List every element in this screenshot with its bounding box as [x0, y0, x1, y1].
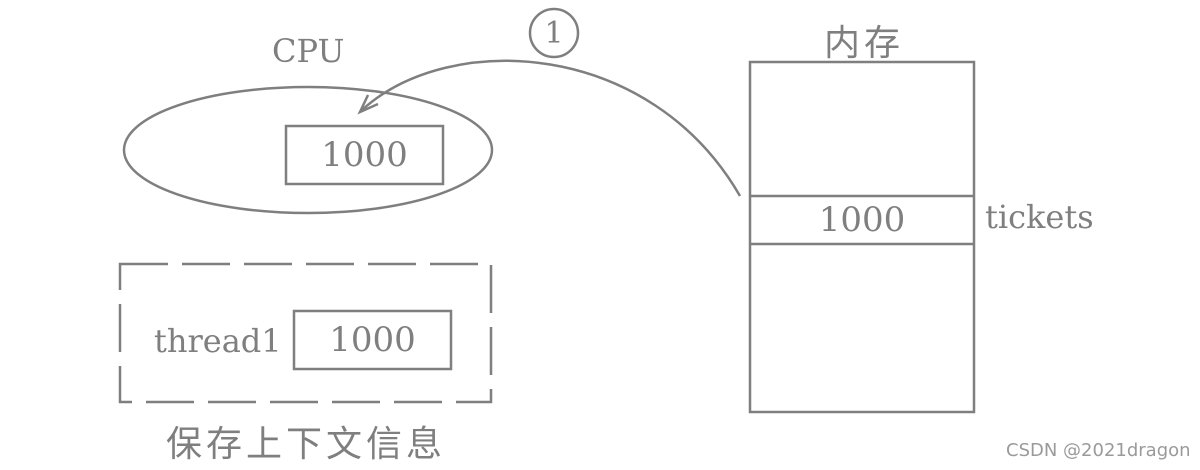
- cpu-register-box: [284, 124, 445, 186]
- thread-value-box: [292, 309, 453, 371]
- memory-block: [748, 60, 976, 414]
- memory-tickets-value: 1000: [818, 200, 906, 240]
- memory-title: 内存: [824, 23, 905, 64]
- cpu-register-value: 1000: [321, 135, 408, 175]
- watermark: CSDN @2021dragon: [1006, 440, 1191, 461]
- cpu-ellipse: [122, 85, 494, 215]
- tickets-label: tickets: [985, 198, 1094, 236]
- load-arrow-curve: [361, 59, 742, 197]
- step-circle: [528, 7, 580, 59]
- load-arrow-head: [357, 94, 379, 115]
- thread-saved-value: 1000: [329, 320, 416, 360]
- context-save-caption: 保存上下文信息: [166, 424, 447, 465]
- step-number: 1: [544, 15, 564, 51]
- thread-label: thread1: [154, 322, 282, 360]
- context-save-dashed-box: [118, 262, 493, 404]
- cpu-label: CPU: [272, 32, 345, 70]
